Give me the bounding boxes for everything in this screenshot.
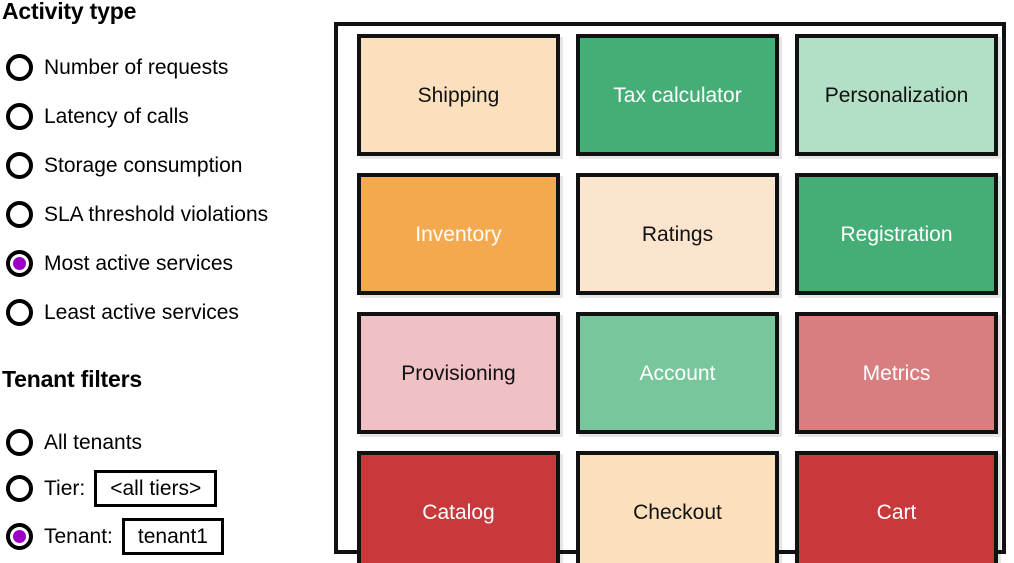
service-tile-label: Inventory [415, 222, 502, 246]
activity-type-heading: Activity type [2, 0, 137, 24]
tenant-filter-value-field[interactable]: <all tiers> [94, 469, 218, 507]
service-tile[interactable]: Registration [795, 173, 998, 295]
tenant-filter-option[interactable]: Tier: <all tiers> [6, 469, 218, 507]
activity-type-label: SLA threshold violations [44, 202, 269, 226]
activity-type-option[interactable]: Most active services [6, 248, 233, 278]
activity-type-option[interactable]: SLA threshold violations [6, 199, 268, 229]
tenant-filter-option[interactable]: Tenant: tenant1 [6, 517, 224, 555]
activity-type-label: Latency of calls [44, 104, 189, 128]
service-tile-label: Ratings [641, 222, 714, 246]
activity-type-option[interactable]: Latency of calls [6, 101, 189, 131]
radio-button-icon[interactable] [6, 428, 33, 456]
service-tile[interactable]: Provisioning [357, 312, 560, 434]
radio-button-icon[interactable] [6, 474, 33, 502]
activity-type-label: Most active services [44, 251, 234, 275]
service-tile-label: Metrics [862, 361, 931, 385]
service-tile[interactable]: Metrics [795, 312, 998, 434]
radio-button-icon[interactable] [6, 249, 33, 277]
radio-button-icon[interactable] [6, 298, 33, 326]
service-tile[interactable]: Catalog [357, 451, 560, 563]
activity-type-label: Number of requests [44, 55, 229, 79]
service-tile[interactable]: Inventory [357, 173, 560, 295]
radio-button-icon[interactable] [6, 522, 33, 550]
tenant-filter-value-field[interactable]: tenant1 [121, 517, 224, 555]
service-tile[interactable]: Cart [795, 451, 998, 563]
service-tile-label: Provisioning [401, 361, 516, 385]
tenant-filters-heading: Tenant filters [2, 366, 142, 392]
tenant-filter-option[interactable]: All tenants [6, 427, 142, 457]
service-tile-label: Shipping [417, 83, 500, 107]
activity-type-option[interactable]: Storage consumption [6, 150, 242, 180]
service-tile-label: Catalog [422, 500, 495, 524]
service-tile-label: Registration [840, 222, 953, 246]
service-tile[interactable]: Tax calculator [576, 34, 779, 156]
service-tile[interactable]: Account [576, 312, 779, 434]
activity-type-option[interactable]: Number of requests [6, 52, 228, 82]
tenant-filter-label: Tier: [44, 476, 86, 500]
service-tile[interactable]: Checkout [576, 451, 779, 563]
radio-button-icon[interactable] [6, 151, 33, 179]
activity-type-label: Storage consumption [44, 153, 243, 177]
service-tile-label: Account [639, 361, 716, 385]
activity-type-label: Least active services [44, 300, 239, 324]
radio-button-icon[interactable] [6, 200, 33, 228]
tenant-filter-label: Tenant: [44, 524, 113, 548]
radio-button-icon[interactable] [6, 53, 33, 81]
service-tile[interactable]: Personalization [795, 34, 998, 156]
tenant-filter-label: All tenants [44, 430, 143, 454]
service-tile-label: Personalization [824, 83, 969, 107]
service-tile[interactable]: Ratings [576, 173, 779, 295]
activity-type-option[interactable]: Least active services [6, 297, 239, 327]
radio-button-icon[interactable] [6, 102, 33, 130]
service-tile-label: Tax calculator [613, 83, 742, 107]
service-tile-label: Checkout [633, 500, 722, 524]
service-tile[interactable]: Shipping [357, 34, 560, 156]
service-tile-label: Cart [876, 500, 917, 524]
